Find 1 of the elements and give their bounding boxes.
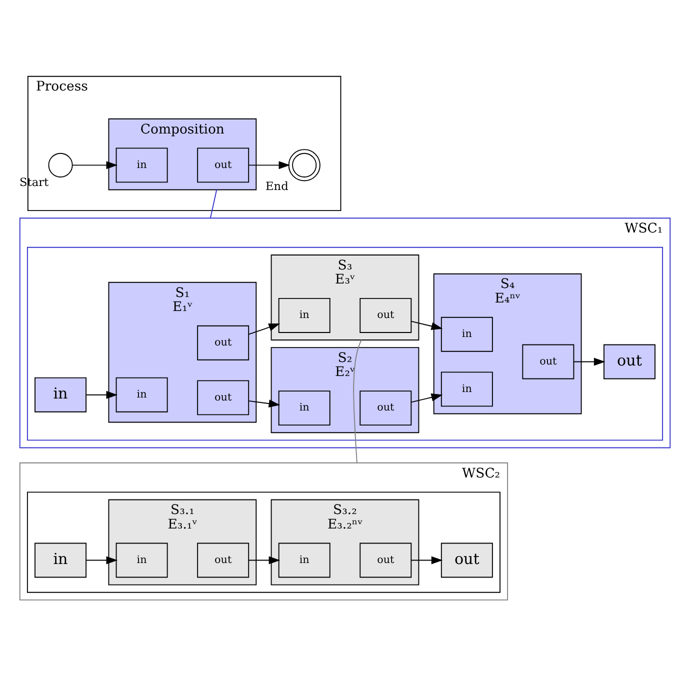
node-label: End [266,178,288,193]
